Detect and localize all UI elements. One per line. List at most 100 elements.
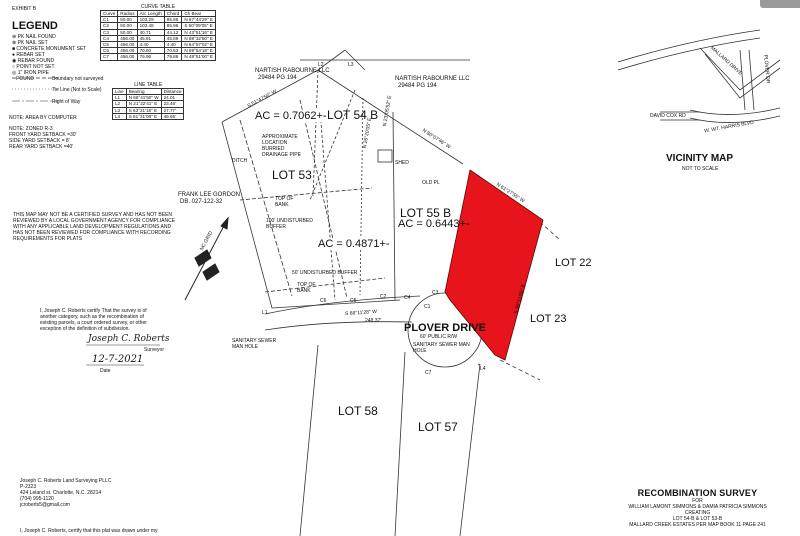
curve-table-title: CURVE TABLE xyxy=(140,4,176,10)
lot-55b-label: LOT 55 B xyxy=(400,206,452,220)
legend-line-3: Right of Way xyxy=(52,99,81,105)
survey-ref: MALLARD CREEK ESTATES PER MAP BOOK 11 PA… xyxy=(629,522,766,528)
curve-cell: 50.00 xyxy=(117,22,138,30)
curve-cell: 50.00 xyxy=(117,16,138,24)
lot-23-label: LOT 23 xyxy=(530,313,567,325)
curve-header: Radius xyxy=(117,9,138,18)
curve-cell: S 50°09'05" E xyxy=(181,22,216,30)
survey-for: FOR xyxy=(692,498,703,504)
lot-53-label: LOT 53 xyxy=(272,168,312,182)
bottom-note: I, Joseph C. Roberts, certify that this … xyxy=(20,528,158,534)
line-cell: 23.46' xyxy=(160,100,185,108)
rebar-set-icon: ● xyxy=(12,52,16,58)
survey-title: RECOMBINATION SURVEY xyxy=(637,488,758,498)
surveyor-signature: Joseph C. Roberts xyxy=(88,334,170,344)
zoning-line: SIDE YARD SETBACK = 8' xyxy=(9,138,70,144)
line-cell: 49.65' xyxy=(160,112,185,121)
vicinity-map-roads xyxy=(617,29,781,123)
date-label: Date xyxy=(100,368,111,374)
curve-cell: N 88°32'50" E xyxy=(181,34,216,43)
exhibit-label: EXHIBIT B xyxy=(12,6,37,12)
frank-gordon-deed: DB. 027-122-32 xyxy=(180,199,223,205)
highlighted-parcel xyxy=(444,169,544,361)
distance-label: 248.37' xyxy=(365,318,382,324)
top-of-bank-note-2: TOP OF BANK xyxy=(297,282,316,294)
owner-2-deed: 29484 PG 194 xyxy=(398,83,437,89)
legend-item: ◎ 1" IRON PIPE xyxy=(12,70,49,76)
west-boundary xyxy=(221,121,401,309)
curve-cell: N 67°44'29" E xyxy=(181,16,216,24)
curve-header: Arc Length xyxy=(136,9,165,18)
survey-owners: WILLIAM LAMONT SIMMONS & DAMIA PATRICIA … xyxy=(628,504,767,510)
line-header: Distance xyxy=(160,87,185,96)
area-label-lot-54b: AC = 0.4871+- xyxy=(318,238,390,250)
lot-58-east xyxy=(394,351,406,536)
concrete-monument-icon: ■ xyxy=(12,46,16,52)
curve-header: Ch Bear xyxy=(181,9,216,18)
plover-drive-north-edge xyxy=(264,295,421,315)
legend-item: ■ CONCRETE MONUMENT SET xyxy=(12,46,87,52)
area-label-lot-55b: AC = 0.6443+- xyxy=(398,218,470,230)
legend-item: FOUND xyxy=(16,76,34,82)
line-cell: N 21°22'41" E xyxy=(125,100,162,108)
firm-line: (704) 995-1120 xyxy=(20,496,54,502)
line-cell: N 66°41'50" W xyxy=(125,94,162,102)
buffer-100-note: 100' UNDISTURBED BUFFER xyxy=(266,218,313,230)
title-block: RECOMBINATION SURVEY FOR WILLIAM LAMONT … xyxy=(600,488,795,528)
curve-cell: 456.00 xyxy=(117,47,138,55)
legend-item: ◉ REBAR FOUND xyxy=(12,58,55,64)
rebar-found-icon: ◉ xyxy=(12,58,17,64)
legend-item: ⊕ PK NAIL FOUND xyxy=(12,34,56,40)
certification-note: THIS MAP MAY NOT BE A CERTIFIED SURVEY A… xyxy=(13,212,176,242)
line-label-l4: L4 xyxy=(480,366,486,372)
zoning-line: REAR YARD SETBACK =40' xyxy=(9,144,74,150)
line-header: Bearing xyxy=(125,87,162,96)
legend-line-samples xyxy=(12,77,58,102)
point-not-set-icon: ○ xyxy=(12,64,16,70)
firm-line: 424 Leland st. Charlotte, N.C. 28214 xyxy=(20,490,102,496)
lot-58-west xyxy=(299,344,319,536)
surveyor-statement: I, Joseph C. Roberts certify That the su… xyxy=(40,308,147,332)
top-of-bank-note-1: TOP OF BANK xyxy=(275,196,294,208)
vicinity-map-subtitle: NOT TO SCALE xyxy=(682,166,719,172)
legend-item: ● REBAR SET xyxy=(12,52,45,58)
line-label-l3: L3 xyxy=(348,62,354,68)
line-cell: S 63°21'18" E xyxy=(125,106,162,114)
line-cell: 27.77' xyxy=(160,106,185,114)
plover-drive-south-edge xyxy=(264,321,413,331)
vicinity-map-title: VICINITY MAP xyxy=(666,153,734,164)
area-note: NOTE: AREA BY COMPUTER xyxy=(9,115,77,121)
line-cell: 24.01 xyxy=(160,94,185,102)
lot-57-east xyxy=(459,363,481,536)
ditch-note: DITCH xyxy=(232,158,248,164)
zoning-line: NOTE: ZONED R-3 xyxy=(9,126,53,132)
curve-cell: 50.00 xyxy=(117,28,138,36)
owner-1-name: NARTISH RABOURNE LLC xyxy=(255,68,330,74)
pk-nail-icon: ⊕ xyxy=(12,34,17,40)
curve-label-c3: C3 xyxy=(432,290,439,296)
lot-divider-54b xyxy=(312,69,319,197)
curve-cell: N 59°54'18" E xyxy=(181,47,216,55)
surveyor-role: Surveyor xyxy=(144,347,165,353)
lot-divider-55b xyxy=(392,111,396,301)
curve-cell: N 48°51'00" E xyxy=(181,53,216,61)
frank-gordon-name: FRANK LEE GORDON xyxy=(178,192,241,198)
survey-lots: LOT 54-B & LOT 53-B xyxy=(672,516,723,522)
curve-cell: 45.91 xyxy=(136,34,165,43)
lot-58-label: LOT 58 xyxy=(338,404,378,418)
firm-line: jcroberts5@gmail.com xyxy=(20,502,70,508)
curve-cell: 40.71 xyxy=(136,28,165,36)
lot-54b-label: LOT 54 B xyxy=(327,108,379,122)
line-table-title: LINE TABLE xyxy=(134,82,163,88)
curve-cell: 456.00 xyxy=(117,34,138,43)
signature-lines xyxy=(86,344,160,366)
legend-title: LEGEND xyxy=(12,20,58,32)
